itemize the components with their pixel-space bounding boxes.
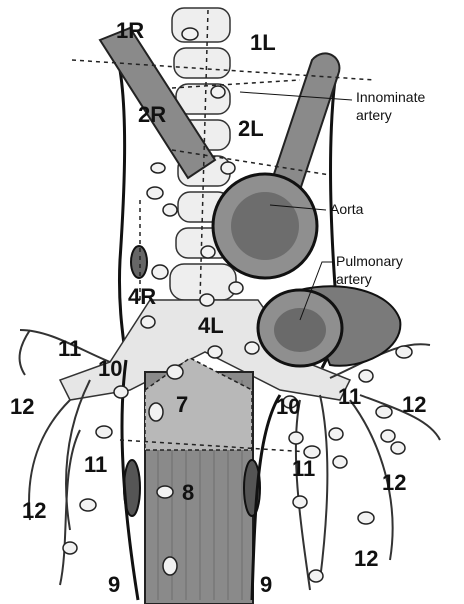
station-4R: 4R: [128, 284, 156, 309]
aorta: [213, 174, 317, 278]
station-10-left: 10: [98, 356, 122, 381]
station-2R: 2R: [138, 102, 166, 127]
innominate-artery-label-line1: Innominate: [356, 89, 425, 105]
station-12-right-upper: 12: [402, 392, 426, 417]
station-11-left-lower: 11: [84, 452, 107, 477]
station-8: 8: [182, 480, 194, 505]
pulmonary-artery-label-line2: artery: [336, 271, 372, 287]
station-12-left-upper: 12: [10, 394, 34, 419]
pulmonary-artery: [258, 286, 400, 366]
aorta-label: Aorta: [330, 201, 364, 217]
station-4L: 4L: [198, 313, 224, 338]
innominate-artery-label-line2: artery: [356, 107, 392, 123]
station-10-right: 10: [276, 394, 300, 419]
right-hilar-vessel: [131, 246, 147, 278]
station-12-right-middle: 12: [382, 470, 406, 495]
station-7: 7: [176, 392, 188, 417]
station-11-right-lower: 11: [292, 456, 315, 481]
station-1L: 1L: [250, 30, 276, 55]
station-12-left-lower: 12: [22, 498, 46, 523]
station-11-right-upper: 11: [338, 384, 361, 409]
station-9-right: 9: [260, 572, 272, 597]
station-9-left: 9: [108, 572, 120, 597]
station-12-right-lower: 12: [354, 546, 378, 571]
pulmonary-artery-label-line1: Pulmonary: [336, 253, 403, 269]
station-2L: 2L: [238, 116, 264, 141]
station-11-left-upper: 11: [58, 336, 81, 361]
annotation-labels: Innominate artery Aorta Pulmonary artery: [330, 89, 425, 287]
station-1R: 1R: [116, 18, 144, 43]
